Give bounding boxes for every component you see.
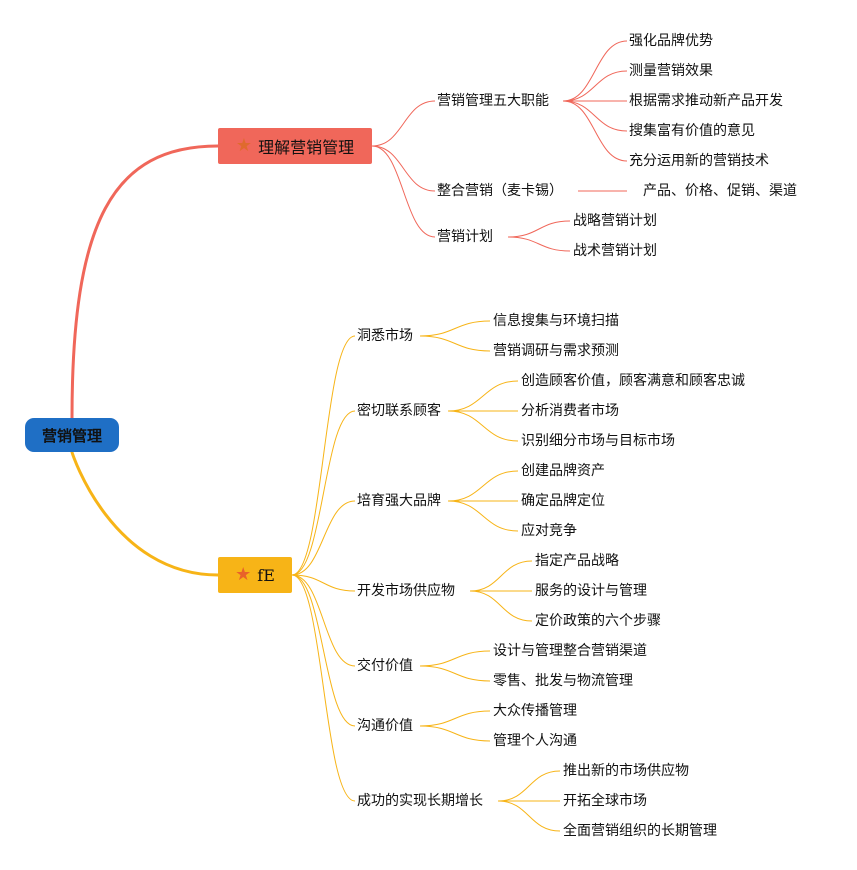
connector-line xyxy=(447,380,519,412)
leaf-node[interactable]: 战略营销计划 xyxy=(573,213,657,229)
leaf-node[interactable]: 确定品牌定位 xyxy=(521,493,605,509)
node-strong-brands[interactable]: 培育强大品牌 xyxy=(357,493,441,509)
leaf-node[interactable]: 管理个人沟通 xyxy=(493,733,577,749)
node-market-offerings[interactable]: 开发市场供应物 xyxy=(357,583,455,599)
connector-line xyxy=(469,590,533,622)
leaf-node[interactable]: 分析消费者市场 xyxy=(521,403,619,419)
connector-line xyxy=(419,725,491,742)
branch-label: 理解营销管理 xyxy=(258,138,355,157)
connector-line xyxy=(447,500,519,532)
root-link-branch-1 xyxy=(70,144,219,419)
leaf-node[interactable]: 设计与管理整合营销渠道 xyxy=(493,643,647,659)
leaf-node[interactable]: 开拓全球市场 xyxy=(563,793,647,809)
connector-line xyxy=(419,320,491,337)
node-integrated-marketing[interactable]: 整合营销（麦卡锡） xyxy=(437,183,563,199)
connector-line xyxy=(562,100,628,162)
node-market-insight[interactable]: 洞悉市场 xyxy=(357,328,413,344)
leaf-node[interactable]: 测量营销效果 xyxy=(629,63,713,79)
leaf-node[interactable]: 创造顾客价值，顾客满意和顾客忠诚 xyxy=(521,373,745,389)
connector-line xyxy=(291,500,356,576)
connector-line xyxy=(291,410,356,576)
star-icon: ★ xyxy=(235,135,253,156)
leaf-node[interactable]: 创建品牌资产 xyxy=(521,463,605,479)
leaf-node[interactable]: 搜集富有价值的意见 xyxy=(629,123,755,139)
connector-line xyxy=(562,40,628,102)
node-customer-connection[interactable]: 密切联系顾客 xyxy=(357,403,441,419)
connector-line xyxy=(291,335,356,576)
branch-understand-marketing[interactable]: ★ 理解营销管理 xyxy=(218,128,372,164)
connector-line xyxy=(562,100,628,132)
connector-line xyxy=(497,770,561,802)
branch-fe[interactable]: ★ fE xyxy=(218,557,292,593)
connector-line xyxy=(371,100,436,147)
connector-line xyxy=(291,574,356,592)
connector-line xyxy=(419,710,491,727)
connector-line xyxy=(291,574,356,802)
root-node[interactable]: 营销管理 xyxy=(25,418,119,452)
leaf-node[interactable]: 推出新的市场供应物 xyxy=(563,763,689,779)
leaf-node[interactable]: 信息搜集与环境扫描 xyxy=(493,313,619,329)
leaf-node[interactable]: 定价政策的六个步骤 xyxy=(535,613,661,629)
leaf-node[interactable]: 全面营销组织的长期管理 xyxy=(563,823,717,839)
node-marketing-plan[interactable]: 营销计划 xyxy=(437,229,493,245)
connector-line xyxy=(291,574,356,667)
connector-line xyxy=(562,70,628,102)
leaf-node[interactable]: 强化品牌优势 xyxy=(629,33,713,49)
connector-line xyxy=(371,145,436,238)
leaf-node[interactable]: 根据需求推动新产品开发 xyxy=(629,93,783,109)
node-communicating-value[interactable]: 沟通价值 xyxy=(357,718,413,734)
connector-line xyxy=(419,335,491,352)
connector-line xyxy=(447,470,519,502)
connector-line xyxy=(507,236,571,252)
leaf-node[interactable]: 应对竞争 xyxy=(521,523,577,539)
leaf-node[interactable]: 营销调研与需求预测 xyxy=(493,343,619,359)
leaf-node[interactable]: 识别细分市场与目标市场 xyxy=(521,433,675,449)
connector-line xyxy=(469,560,533,592)
connector-line xyxy=(447,410,519,442)
root-label: 营销管理 xyxy=(41,426,102,445)
leaf-node[interactable]: 战术营销计划 xyxy=(573,243,657,259)
connector-line xyxy=(419,650,491,667)
connector-line xyxy=(291,574,356,727)
connector-line xyxy=(419,665,491,682)
leaf-node[interactable]: 零售、批发与物流管理 xyxy=(493,673,633,689)
leaf-node[interactable]: 充分运用新的营销技术 xyxy=(629,153,769,169)
root-link-branch-2 xyxy=(70,451,219,577)
leaf-node[interactable]: 产品、价格、促销、渠道 xyxy=(643,183,797,199)
branch-label: fE xyxy=(257,565,275,585)
connector-line xyxy=(371,145,436,192)
star-icon: ★ xyxy=(235,564,252,585)
connector-line xyxy=(507,220,571,238)
leaf-node[interactable]: 指定产品战略 xyxy=(535,553,619,569)
leaf-node[interactable]: 服务的设计与管理 xyxy=(535,583,647,599)
node-five-functions[interactable]: 营销管理五大职能 xyxy=(437,93,549,109)
connector-line xyxy=(497,800,561,832)
node-delivering-value[interactable]: 交付价值 xyxy=(357,658,413,674)
leaf-node[interactable]: 大众传播管理 xyxy=(493,703,577,719)
node-long-term-growth[interactable]: 成功的实现长期增长 xyxy=(357,793,483,809)
